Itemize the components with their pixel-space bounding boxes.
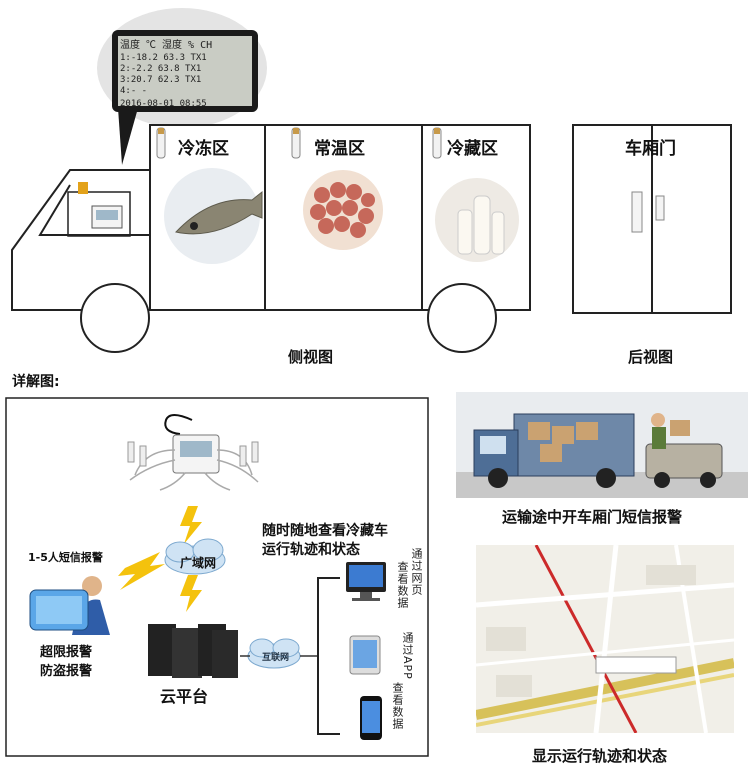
phone-user-icon [29,576,110,635]
eggs-image [303,170,383,250]
smartphone-icon [360,696,382,740]
track-map [476,545,734,733]
system-diagram [5,397,429,757]
recorder-device-icon [127,414,259,491]
track-status-caption: 显示运行轨迹和状态 [532,747,668,765]
monitor-icon [346,562,386,601]
internet-cloud-icon [247,638,301,669]
tablet-icon [349,635,381,675]
front-wheel [80,283,150,353]
theft-scene-image [456,392,748,498]
frozen-fish-image [164,168,263,264]
zone-label-chilled: 冷藏区 [447,139,498,159]
over-limit-alarm: 超限报警 [40,645,93,660]
app-view-text: 通过APP [401,632,414,680]
lcd-row: 3:20.7 62.3 TX1 [120,75,202,85]
lightning-icon [180,506,202,544]
lcd-row: 1:-18.2 63.3 TX1 [120,53,207,63]
theft-alarm: 防盗报警 [40,664,93,679]
zone-label-ambient: 常温区 [314,139,365,159]
side-view-caption: 侧视图 [288,348,334,366]
lcd-datetime: 2016-08-01 08:55 [120,99,207,109]
wan-cloud-icon [164,538,226,575]
milk-bottles-image [435,178,519,262]
truck-diagram [11,8,732,353]
lcd-header: 温度 ℃ 湿度 % CH [120,40,213,51]
device-bracket [317,577,340,735]
lcd-row: 2:-2.2 63.8 TX1 [120,64,202,74]
rear-wheel [427,283,497,353]
lcd-screen: 温度 ℃ 湿度 % CH 1:-18.2 63.3 TX1 2:-2.2 63.… [120,40,252,110]
sensor-probe-icon [291,127,301,159]
check-anywhere-line2: 运行轨迹和状态 [262,542,360,558]
rear-view-caption: 后视图 [628,348,674,366]
door-sensor-icon [631,191,643,233]
sensor-probe-icon [156,127,166,159]
door-alarm-caption: 运输途中开车厢门短信报警 [502,508,683,526]
zone-label-frozen: 冷冻区 [178,139,229,159]
cab-sim-card [78,182,88,194]
sms-alarm-label: 1-5人短信报警 [28,551,103,564]
lcd-callout-pointer [118,108,138,165]
cloud-server-icon [148,624,238,678]
internet-label: 互联网 [262,653,290,663]
app-view-text-2: 查看数据 [391,682,404,730]
wan-label: 广域网 [180,556,217,570]
lightning-icon [118,552,165,590]
sensor-probe-icon [432,127,442,159]
check-anywhere-line1: 随时随地查看冷藏车 [262,523,388,539]
rear-door-label: 车厢门 [625,139,676,159]
web-view-text-2: 查看数据 [396,561,409,609]
cab-device-frame [67,191,131,237]
lightning-icon [180,575,202,612]
lcd-row: 4:- - [120,86,148,96]
cloud-platform-label: 云平台 [160,687,209,706]
detail-title: 详解图: [12,374,60,390]
web-view-text: 通过网页 [410,548,423,596]
